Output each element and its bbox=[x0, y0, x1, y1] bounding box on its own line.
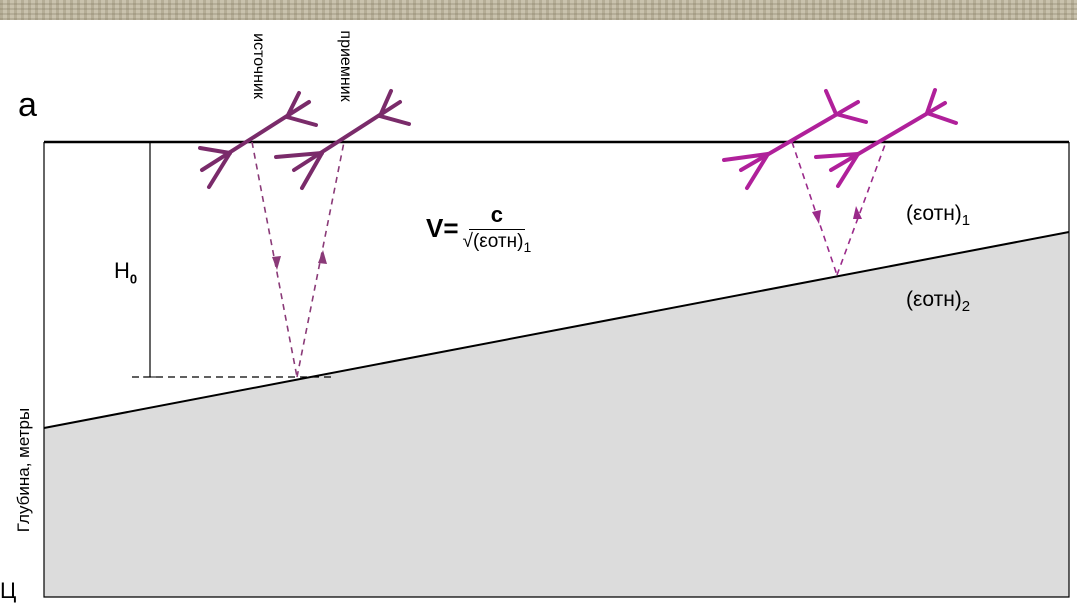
ray-paths-left bbox=[251, 141, 345, 378]
diagram-frame bbox=[43, 142, 1070, 598]
receiver-antenna-left bbox=[274, 89, 411, 190]
depth-label: H0 bbox=[114, 258, 138, 287]
formula-fraction: c √(εотн)1 bbox=[463, 202, 532, 255]
velocity-formula: V= c √(εотн)1 bbox=[426, 202, 531, 255]
ray-arrows-left bbox=[272, 250, 327, 270]
source-antenna-left bbox=[198, 91, 318, 189]
formula-numerator: c bbox=[468, 202, 525, 230]
formula-lhs: V= bbox=[426, 212, 459, 243]
layer1-permittivity-label: (εотн)1 bbox=[906, 202, 971, 230]
corner-mark: Ц bbox=[0, 578, 17, 603]
source-antenna-right bbox=[722, 89, 868, 190]
y-axis-label: Глубина, метры bbox=[14, 407, 33, 533]
receiver-antenna-right bbox=[814, 88, 958, 188]
layer-interface-line bbox=[43, 231, 1070, 429]
lower-layer-fill bbox=[44, 232, 1069, 597]
ray-arrows-right bbox=[812, 206, 862, 224]
formula-denominator: √(εотн)1 bbox=[462, 231, 532, 255]
panel-letter: а bbox=[18, 86, 37, 124]
top-texture-strip bbox=[0, 0, 1077, 20]
receiver-label: приемник bbox=[337, 30, 354, 102]
source-label: источник bbox=[250, 33, 267, 99]
ray-paths-right bbox=[791, 141, 887, 276]
layer2-permittivity-label: (εотн)2 bbox=[906, 288, 971, 316]
